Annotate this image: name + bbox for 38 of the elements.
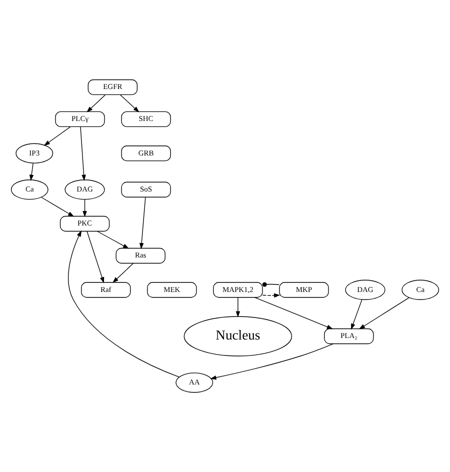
arrow xyxy=(112,263,134,283)
node-ellipse: DAG xyxy=(345,280,386,300)
node-box: SoS xyxy=(121,182,171,198)
arrow xyxy=(86,94,106,112)
node-box: Ras xyxy=(116,248,166,264)
arrow xyxy=(139,196,146,250)
node-box: MAPK1,2 xyxy=(213,282,263,298)
node-box: GRB xyxy=(121,146,171,162)
arrow xyxy=(29,162,34,181)
node-box: MKP xyxy=(279,282,329,298)
arrow xyxy=(358,297,410,330)
node-ellipse: IP3 xyxy=(16,143,54,164)
node-ellipse: Ca xyxy=(10,180,48,200)
node-box: EGFR xyxy=(88,79,138,96)
arrow xyxy=(97,231,130,249)
node-box: MEK xyxy=(147,282,197,298)
node-ellipse: DAG xyxy=(64,180,105,200)
connector xyxy=(262,282,280,287)
node-ellipse: AA xyxy=(176,372,214,393)
arrow xyxy=(351,299,362,330)
node-box: PKC xyxy=(60,216,110,232)
node-ellipse: Ca xyxy=(402,280,440,300)
arrow xyxy=(120,94,140,112)
arrow xyxy=(40,196,74,217)
arrow xyxy=(210,343,334,380)
arrow xyxy=(80,126,86,181)
node-box: PLCγ xyxy=(55,111,105,128)
arrow xyxy=(262,293,280,298)
node-box: Raf xyxy=(81,282,131,298)
arrow xyxy=(254,297,334,330)
arrow xyxy=(236,297,240,318)
node-box: PLA₂ xyxy=(324,328,374,344)
arrow xyxy=(68,230,180,378)
arrow xyxy=(82,198,87,218)
node-ellipse: Nucleus xyxy=(184,316,292,356)
arrow xyxy=(44,126,71,146)
node-box: SHC xyxy=(121,111,171,128)
arrow xyxy=(86,231,104,284)
